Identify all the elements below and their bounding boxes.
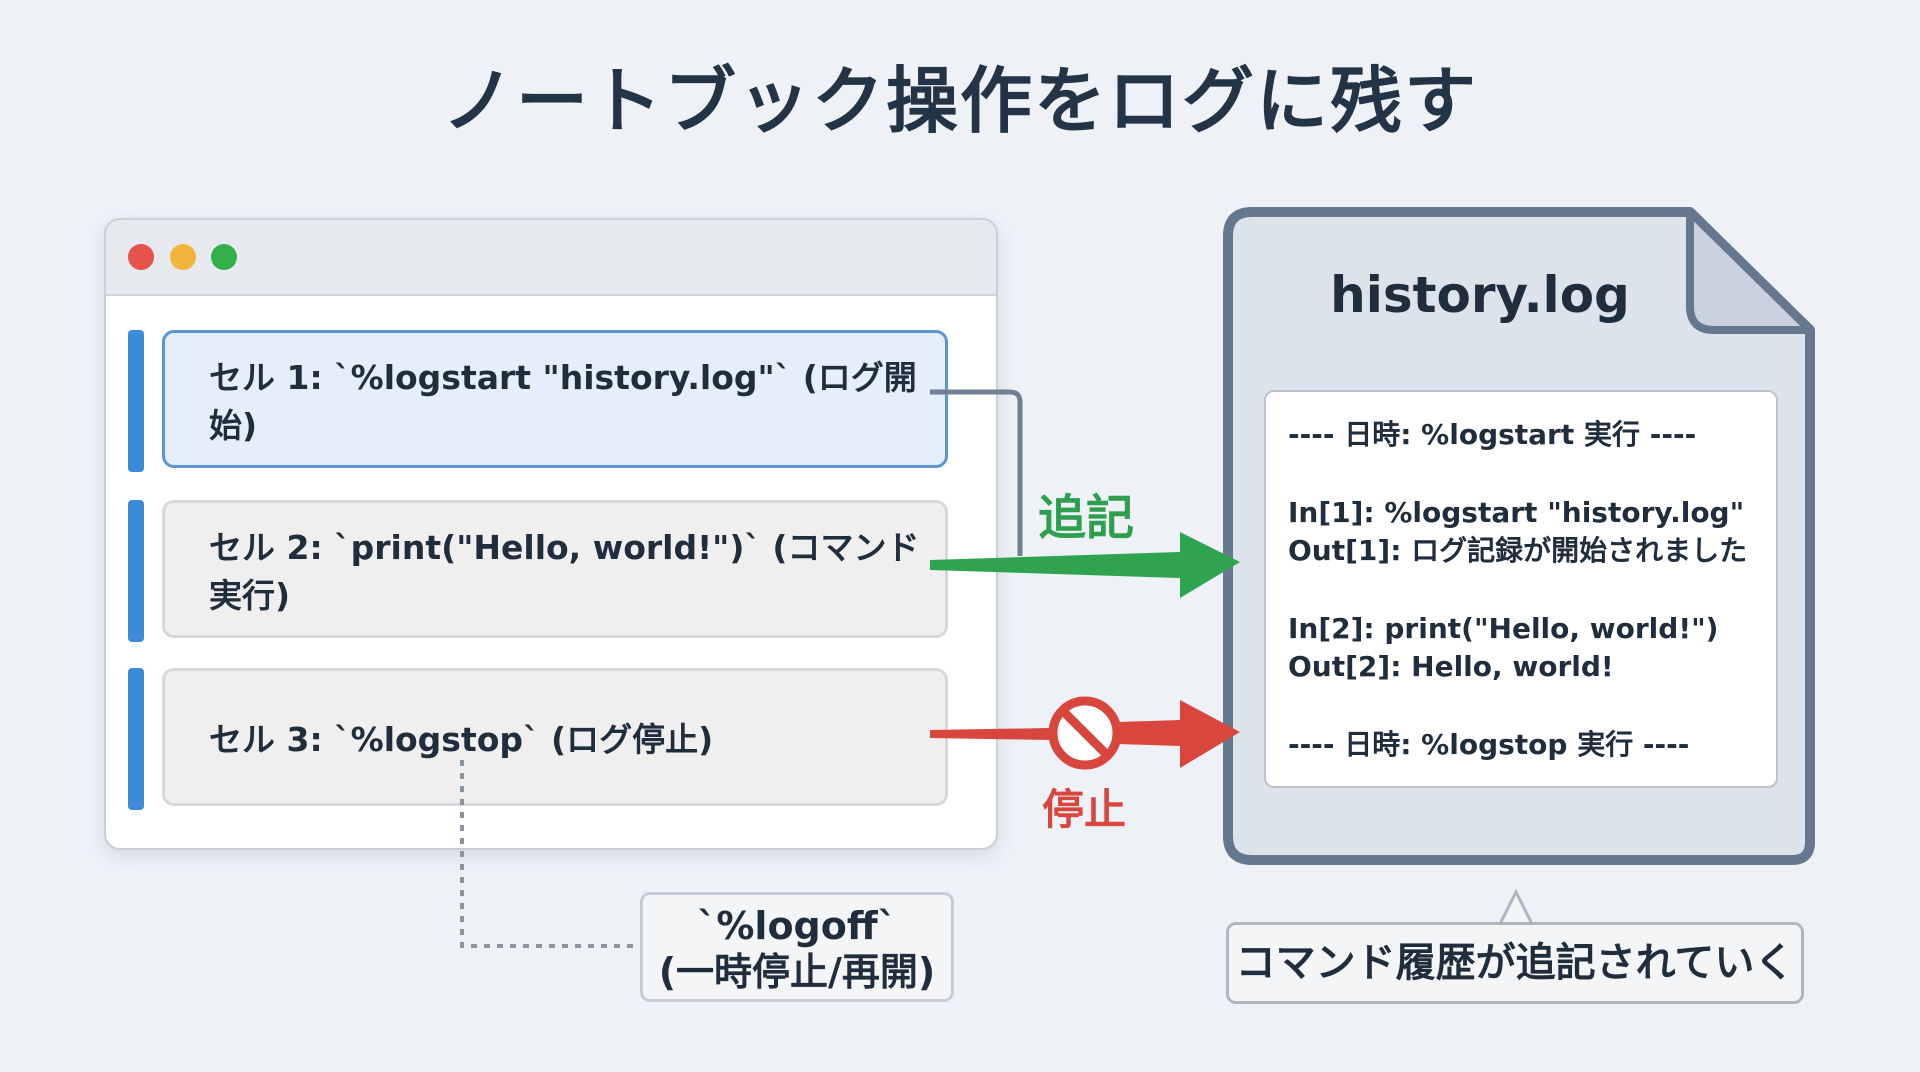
log-spacer — [1288, 454, 1754, 494]
cell-label: セル 1: `%logstart "history.log"` (ログ開始) — [209, 358, 917, 445]
log-line: Out[1]: ログ記録が開始されました — [1288, 534, 1748, 567]
callout-pointer — [1498, 888, 1534, 925]
log-content-box: ---- 日時: %logstart 実行 ---- In[1]: %logst… — [1264, 390, 1778, 788]
dotted-connector — [460, 760, 636, 948]
cell-indicator — [128, 330, 144, 472]
notebook-cell-1[interactable]: セル 1: `%logstart "history.log"` (ログ開始) — [162, 330, 948, 468]
log-spacer — [1288, 686, 1754, 726]
stop-label: 停止 — [1042, 785, 1127, 834]
cell-indicator — [128, 500, 144, 642]
close-window-button[interactable] — [128, 244, 154, 270]
append-arrow — [930, 532, 1240, 598]
stop-arrow-head — [1118, 700, 1240, 768]
log-line: ---- 日時: %logstop 実行 ---- — [1288, 728, 1690, 761]
minimize-window-button[interactable] — [170, 244, 196, 270]
prohibited-icon — [1048, 696, 1122, 770]
stop-arrow-tail — [930, 728, 1050, 740]
log-line: Out[2]: Hello, world! — [1288, 650, 1614, 683]
log-line: In[1]: %logstart "history.log" — [1288, 496, 1745, 529]
logoff-note: `%logoff` (一時停止/再開) — [640, 892, 954, 1002]
log-spacer — [1288, 570, 1754, 610]
log-line: ---- 日時: %logstart 実行 ---- — [1288, 418, 1697, 451]
cell-label: セル 2: `print("Hello, world!")` (コマンド実行) — [209, 528, 920, 615]
log-line: In[2]: print("Hello, world!") — [1288, 612, 1719, 645]
append-label: 追記 — [1038, 490, 1135, 546]
window-titlebar — [106, 220, 996, 296]
page-fold-shape — [1686, 208, 1814, 334]
history-callout: コマンド履歴が追記されていく — [1226, 922, 1804, 1004]
cell-label: セル 3: `%logstop` (ログ停止) — [209, 720, 714, 759]
maximize-window-button[interactable] — [211, 244, 237, 270]
notebook-cell-2[interactable]: セル 2: `print("Hello, world!")` (コマンド実行) — [162, 500, 948, 638]
notebook-window: セル 1: `%logstart "history.log"` (ログ開始) セ… — [104, 218, 998, 850]
page-title: ノートブック操作をログに残す — [441, 59, 1478, 143]
connector-line-cell1 — [930, 389, 1023, 556]
note-line-1: `%logoff` — [697, 904, 897, 948]
notebook-cell-3[interactable]: セル 3: `%logstop` (ログ停止) — [162, 668, 948, 806]
log-file-name: history.log — [1330, 266, 1630, 324]
cell-indicator — [128, 668, 144, 810]
note-line-2: (一時停止/再開) — [658, 950, 936, 994]
